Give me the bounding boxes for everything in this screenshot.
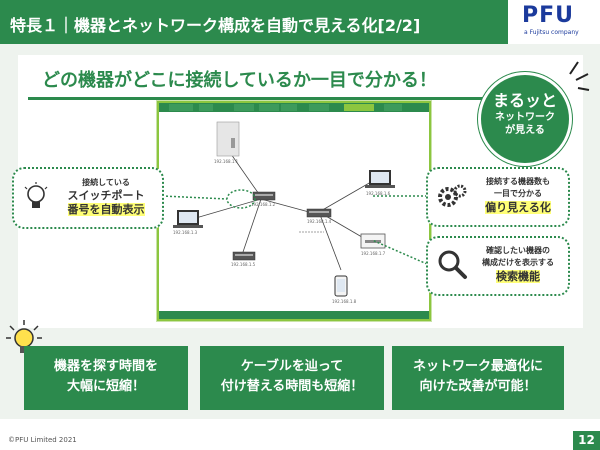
slide-title: 特長１｜機器とネットワーク構成を自動で見える化[2/2] <box>10 16 421 35</box>
screenshot-tab-active <box>344 104 374 111</box>
feature-circle-badge: まるッと ネットワーク が見える <box>478 72 572 166</box>
circle-line3: が見える <box>505 125 545 136</box>
callout-right1-line2: 一目で分かる <box>494 189 542 198</box>
screenshot-tab <box>309 104 329 111</box>
magnifier-icon <box>438 250 467 279</box>
node-label-switch3: 192.168.1.5 <box>231 262 256 267</box>
callout-device-count: 接続する機器数も 一目で分かる 偏り見える化 <box>426 167 570 227</box>
switch-icon <box>306 208 332 218</box>
node-label-laptop-right: 192.168.1.6 <box>366 191 391 196</box>
link-line <box>242 198 262 253</box>
network-map-screenshot: 192.168.1.1 192.168.1.2 192.168.1.3 192.… <box>157 101 431 321</box>
screenshot-footer-bar <box>159 311 429 319</box>
switch-icon <box>232 251 256 261</box>
logo-area: PFU a Fujitsu company <box>508 0 600 44</box>
benefit-box-2-line2: 付け替える時間も短縮！ <box>220 379 364 394</box>
benefit-box-2-line1: ケーブルを辿って <box>240 359 344 374</box>
connector-line <box>371 239 428 265</box>
callout-left-line1: 接続している <box>82 178 130 187</box>
screenshot-tab <box>259 104 279 111</box>
link-line <box>318 181 372 213</box>
link-line <box>318 211 342 271</box>
screenshot-tab-bar <box>159 103 429 112</box>
laptop-icon <box>173 210 203 228</box>
benefit-box-3-line2: 向けた改善が可能！ <box>419 379 537 394</box>
node-label-switch2: 192.168.1.4 <box>307 219 332 224</box>
copyright: ©PFU Limited 2021 <box>8 436 77 444</box>
benefit-box-3: ネットワーク最適化に 向けた改善が可能！ <box>392 346 564 410</box>
pfu-logo: PFU <box>522 3 575 28</box>
laptop-icon <box>365 170 395 188</box>
benefit-box-1: 機器を探す時間を 大幅に短縮！ <box>24 346 188 410</box>
callout-right1-line1: 接続する機器数も <box>486 177 550 186</box>
callout-left-line3: 番号を自動表示 <box>67 203 145 216</box>
printer-icon <box>360 233 386 249</box>
headline-underline <box>28 97 483 100</box>
callout-right2-line3: 検索機能 <box>496 270 540 283</box>
benefit-box-2: ケーブルを辿って 付け替える時間も短縮！ <box>200 346 384 410</box>
benefit-box-3-line1: ネットワーク最適化に <box>412 359 543 374</box>
node-label-laptop-left: 192.168.1.3 <box>173 230 198 235</box>
callout-left-line2: スイッチポート <box>67 189 145 202</box>
node-label-server: 192.168.1.1 <box>214 159 239 164</box>
callout-search: 確認したい機器の 構成だけを表示する 検索機能 <box>426 236 570 296</box>
node-label-switch1: 192.168.1.2 <box>251 202 276 207</box>
callout-switch-port: 接続している スイッチポート 番号を自動表示 <box>12 167 164 229</box>
page-number: 12 <box>573 431 600 450</box>
phone-icon <box>334 275 348 297</box>
sparkle-icon <box>569 61 590 91</box>
lightbulb-icon <box>24 182 48 208</box>
gears-icon <box>438 184 467 207</box>
port-highlight-circle <box>226 189 256 209</box>
header-bar <box>0 0 600 44</box>
node-label-phone: 192.168.1.8 <box>332 299 357 304</box>
circle-line1: まるッと <box>492 91 557 110</box>
callout-right2-line2: 構成だけを表示する <box>482 258 554 267</box>
screenshot-tab <box>169 104 193 111</box>
callout-right1-line3: 偏り見える化 <box>485 201 551 214</box>
logo-subtitle: a Fujitsu company <box>524 29 579 36</box>
screenshot-tab <box>234 104 254 111</box>
network-graph <box>173 121 395 297</box>
link-line <box>188 198 262 221</box>
link-line <box>260 198 310 213</box>
callout-right2-line1: 確認したい機器の <box>486 246 550 255</box>
switch-icon <box>252 191 276 201</box>
screenshot-tab <box>281 104 297 111</box>
connector-line <box>161 195 228 200</box>
circle-line2: ネットワーク <box>495 112 555 123</box>
screenshot-tab <box>384 104 402 111</box>
node-label-printer: 192.168.1.7 <box>361 251 386 256</box>
screenshot-tab <box>199 104 213 111</box>
headline: どの機器がどこに接続しているか一目で分かる！ <box>42 70 437 91</box>
benefit-box-1-line2: 大幅に短縮！ <box>66 379 145 394</box>
benefit-box-1-line1: 機器を探す時間を <box>53 359 158 374</box>
link-line <box>230 153 262 198</box>
server-icon <box>216 121 240 157</box>
